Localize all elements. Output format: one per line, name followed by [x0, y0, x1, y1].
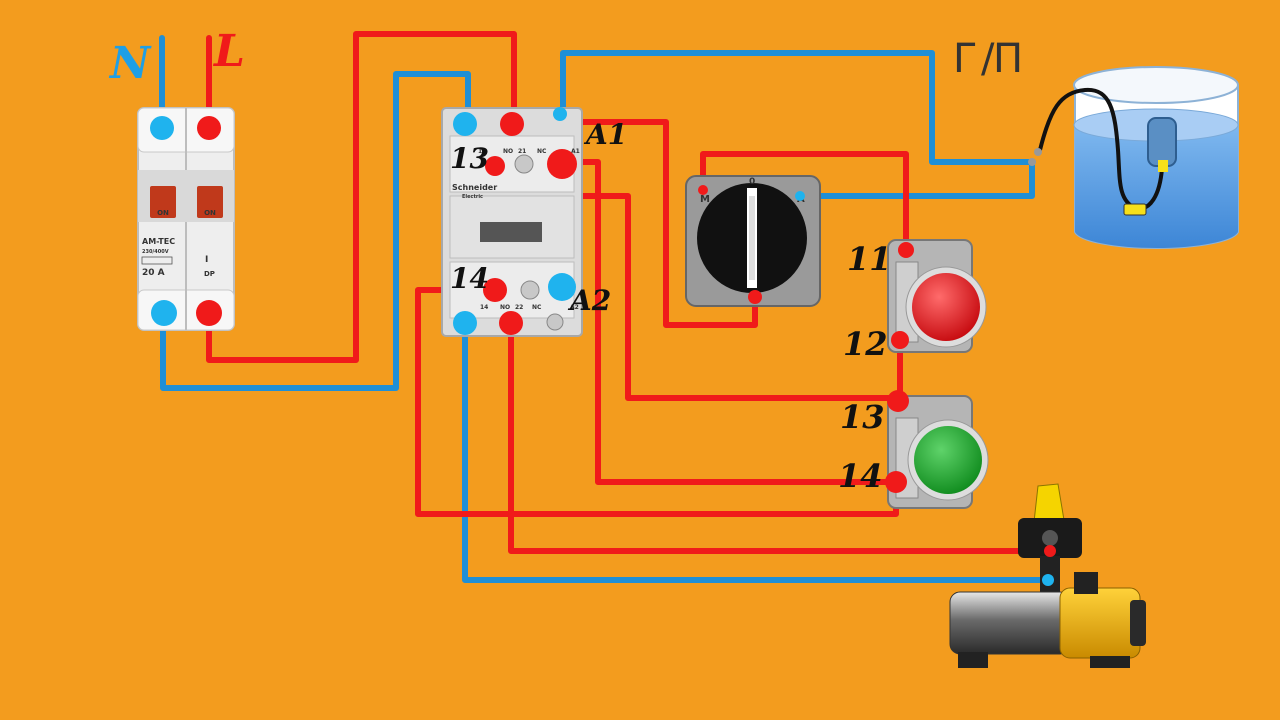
phase-to-pump-wire: [508, 319, 1051, 554]
stop-terminal-11: [898, 242, 914, 258]
selector-a-terminal: [795, 191, 805, 201]
contactor-t-phase-terminal: [499, 311, 523, 335]
start-terminal-14: [885, 471, 907, 493]
breaker-brand: AM-TEC: [142, 237, 175, 246]
breaker-toggle-left[interactable]: [150, 186, 176, 218]
breaker-type: DP: [204, 270, 215, 278]
contactor-l1-neutral-terminal: [453, 112, 477, 136]
float-symbol-left: Γ: [953, 36, 976, 82]
selector-manual-label: M: [700, 194, 710, 205]
stop-12-label: 12: [843, 325, 888, 363]
contactor-top-mark-1: NO: [503, 148, 513, 155]
selector-to-stop-wire: [700, 151, 909, 253]
line-to-contactor-wire: [206, 31, 517, 363]
contactor-top-mark-2: 21: [518, 148, 526, 155]
coil-a1-label: A1: [583, 118, 627, 151]
contactor-aux14-terminal: [483, 278, 507, 302]
selector-switch[interactable]: M 0 A: [685, 175, 821, 307]
start-button-cap[interactable]: [914, 426, 982, 494]
contactor-l1-phase-terminal: [500, 112, 524, 136]
contactor-bottom-mark-3: NC: [532, 304, 542, 311]
contactor-window: [480, 222, 542, 242]
contactor-bottom-mark-0: 14: [480, 304, 488, 311]
start-13-label: 13: [840, 398, 885, 436]
selector-m-terminal: [698, 185, 708, 195]
neutral-to-float-wire: [560, 50, 1035, 165]
aux-14-label: 14: [450, 262, 489, 295]
breaker-l-out-terminal: [196, 300, 222, 326]
breaker-n-out-terminal: [151, 300, 177, 326]
water-pump-icon: [949, 483, 1146, 668]
contactor-bottom-mark-1: NO: [500, 304, 510, 311]
phase-to-selector-wire: [511, 119, 758, 328]
float-terminal-2: [1034, 148, 1042, 156]
breaker-on-left: ON: [157, 209, 169, 217]
start-14-label: 14: [838, 457, 883, 495]
contactor-top-mark-3: NC: [537, 148, 547, 155]
contactor: Schneider Electric 13 NO 21 NC A1 14 NO …: [441, 107, 583, 337]
contactor-subbrand: Electric: [462, 194, 483, 200]
breaker-voltage: 230/400V: [142, 249, 169, 255]
neutral-label: N: [108, 38, 152, 89]
stop-terminal-12: [891, 331, 909, 349]
line-label: L: [212, 26, 245, 77]
float-symbol-mid: /: [981, 36, 995, 82]
float-symbol-right: Π: [993, 36, 1023, 82]
contactor-bottom-mark-4: A2: [570, 304, 579, 311]
stop-11-label: 11: [847, 240, 892, 278]
contactor-aux13-terminal: [485, 156, 505, 176]
neutral-to-pump-wire: [462, 319, 1051, 583]
selector-common-terminal: [748, 290, 762, 304]
contactor-top-mark-0: 13: [478, 148, 486, 155]
aux-13-label: 13: [450, 142, 489, 175]
breaker-on-right: ON: [204, 209, 216, 217]
float-terminal-1: [1028, 158, 1036, 166]
selector-off-label: 0: [749, 177, 755, 187]
circuit-breaker: ON ON AM-TEC 230/400V 20 A I DP: [137, 107, 235, 331]
contactor-t-neutral-terminal: [453, 311, 477, 335]
contactor-a2-terminal: [548, 273, 576, 301]
pump-neutral-terminal: [1042, 574, 1054, 586]
stop-button-cap[interactable]: [912, 273, 980, 341]
contactor-top-small-terminal: [553, 107, 567, 121]
breaker-l-in-terminal: [197, 116, 221, 140]
breaker-on-symbol: I: [205, 255, 208, 265]
start-terminal-13: [887, 390, 909, 412]
float-to-selector-wire: [797, 162, 1035, 199]
contactor-bottom-mark-2: 22: [515, 304, 523, 311]
contactor-a1-terminal: [547, 149, 577, 179]
contactor-brand: Schneider: [452, 183, 497, 192]
coil-a2-label: A2: [567, 284, 611, 317]
breaker-n-in-terminal: [150, 116, 174, 140]
float-switch-icon: [1038, 87, 1177, 216]
contactor-top-mark-4: A1: [571, 148, 580, 155]
stop-button[interactable]: [887, 239, 987, 353]
start-button[interactable]: [885, 390, 989, 509]
breaker-rating: 20 A: [142, 268, 165, 278]
breaker-toggle-right[interactable]: [197, 186, 223, 218]
pump-phase-terminal: [1044, 545, 1056, 557]
